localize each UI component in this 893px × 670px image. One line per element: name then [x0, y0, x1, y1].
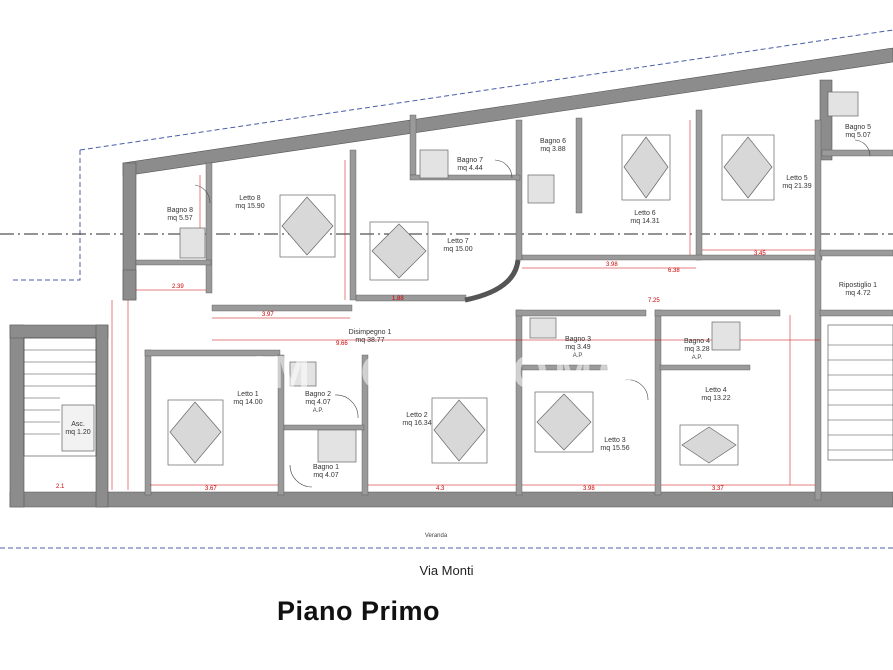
room-area: mq 4.07 [305, 399, 330, 406]
property-boundary [79, 29, 893, 151]
room-area: mq 5.57 [167, 215, 192, 222]
room-labels: Bagno 8 mq 5.57 Letto 8 mq 15.90 Letto 7… [65, 124, 877, 539]
svg-text:3.98: 3.98 [606, 262, 618, 268]
svg-text:1.88: 1.88 [392, 296, 404, 302]
room-area: mq 13.22 [701, 395, 730, 402]
room-area: mq 3.49 [565, 344, 590, 351]
room-name: Letto 1 [237, 391, 259, 398]
room-note: A.P. [573, 353, 584, 359]
room-area: mq 16.34 [402, 420, 431, 427]
svg-text:3.67: 3.67 [205, 486, 217, 492]
room-area: mq 3.28 [684, 346, 709, 353]
room-name: Letto 7 [447, 238, 469, 245]
room-name: Letto 3 [604, 437, 626, 444]
room-name: Letto 2 [406, 412, 428, 419]
floor-title: Piano Primo [277, 596, 441, 626]
room-area: mq 4.44 [457, 165, 482, 172]
room-area: mq 15.90 [235, 203, 264, 210]
dimension-lines [111, 120, 820, 490]
svg-text:3.37: 3.37 [712, 486, 724, 492]
furniture [167, 91, 859, 466]
veranda-label: Veranda [425, 533, 448, 539]
room-name: Bagno 2 [305, 391, 331, 398]
outer-walls [9, 47, 893, 508]
door-swings [194, 139, 871, 488]
room-area: mq 1.20 [65, 429, 90, 436]
svg-text:7.25: 7.25 [648, 298, 660, 304]
property-boundary [10, 150, 81, 281]
room-note: A.P. [313, 408, 324, 414]
room-name: Bagno 7 [457, 157, 483, 164]
room-area: mq 15.56 [600, 445, 629, 452]
svg-text:3.45: 3.45 [754, 251, 766, 257]
svg-text:3.98: 3.98 [583, 486, 595, 492]
floor-plan-drawing: 2.39 3.97 1.88 9.66 3.98 6.38 7.25 3.45 … [0, 29, 893, 549]
room-name: Letto 6 [634, 210, 656, 217]
svg-text:9.66: 9.66 [336, 341, 348, 347]
street-name: Via Monti [419, 563, 474, 578]
room-name: Bagno 5 [845, 124, 871, 131]
room-area: mq 4.07 [313, 472, 338, 479]
room-name: Disimpegno 1 [349, 329, 392, 336]
room-area: mq 14.00 [233, 399, 262, 406]
room-name: Bagno 4 [684, 338, 710, 345]
inner-walls [135, 109, 893, 501]
staircase-right [827, 324, 893, 461]
room-area: mq 14.31 [630, 218, 659, 225]
room-area: mq 3.88 [540, 146, 565, 153]
room-name: Ripostiglio 1 [839, 282, 877, 289]
room-area: mq 5.07 [845, 132, 870, 139]
room-name: Letto 5 [786, 175, 808, 182]
room-name: Bagno 6 [540, 138, 566, 145]
room-name: Asc. [71, 421, 85, 428]
staircase-left [23, 337, 97, 457]
room-name: Bagno 1 [313, 464, 339, 471]
room-note: A.P. [692, 355, 703, 361]
room-name: Letto 8 [239, 195, 261, 202]
svg-text:6.38: 6.38 [668, 268, 680, 274]
svg-text:2.39: 2.39 [172, 284, 184, 290]
room-name: Bagno 8 [167, 207, 193, 214]
svg-text:3.97: 3.97 [262, 312, 274, 318]
curved-wall [464, 259, 521, 303]
dimension-values: 2.39 3.97 1.88 9.66 3.98 6.38 7.25 3.45 … [56, 251, 766, 492]
room-name: Letto 4 [705, 387, 727, 394]
svg-text:4.3: 4.3 [436, 486, 445, 492]
room-area: mq 38.77 [355, 337, 384, 344]
room-name: Bagno 3 [565, 336, 591, 343]
room-area: mq 4.72 [845, 290, 870, 297]
room-area: mq 15.00 [443, 246, 472, 253]
svg-text:2.1: 2.1 [56, 484, 65, 490]
room-area: mq 21.39 [782, 183, 811, 190]
